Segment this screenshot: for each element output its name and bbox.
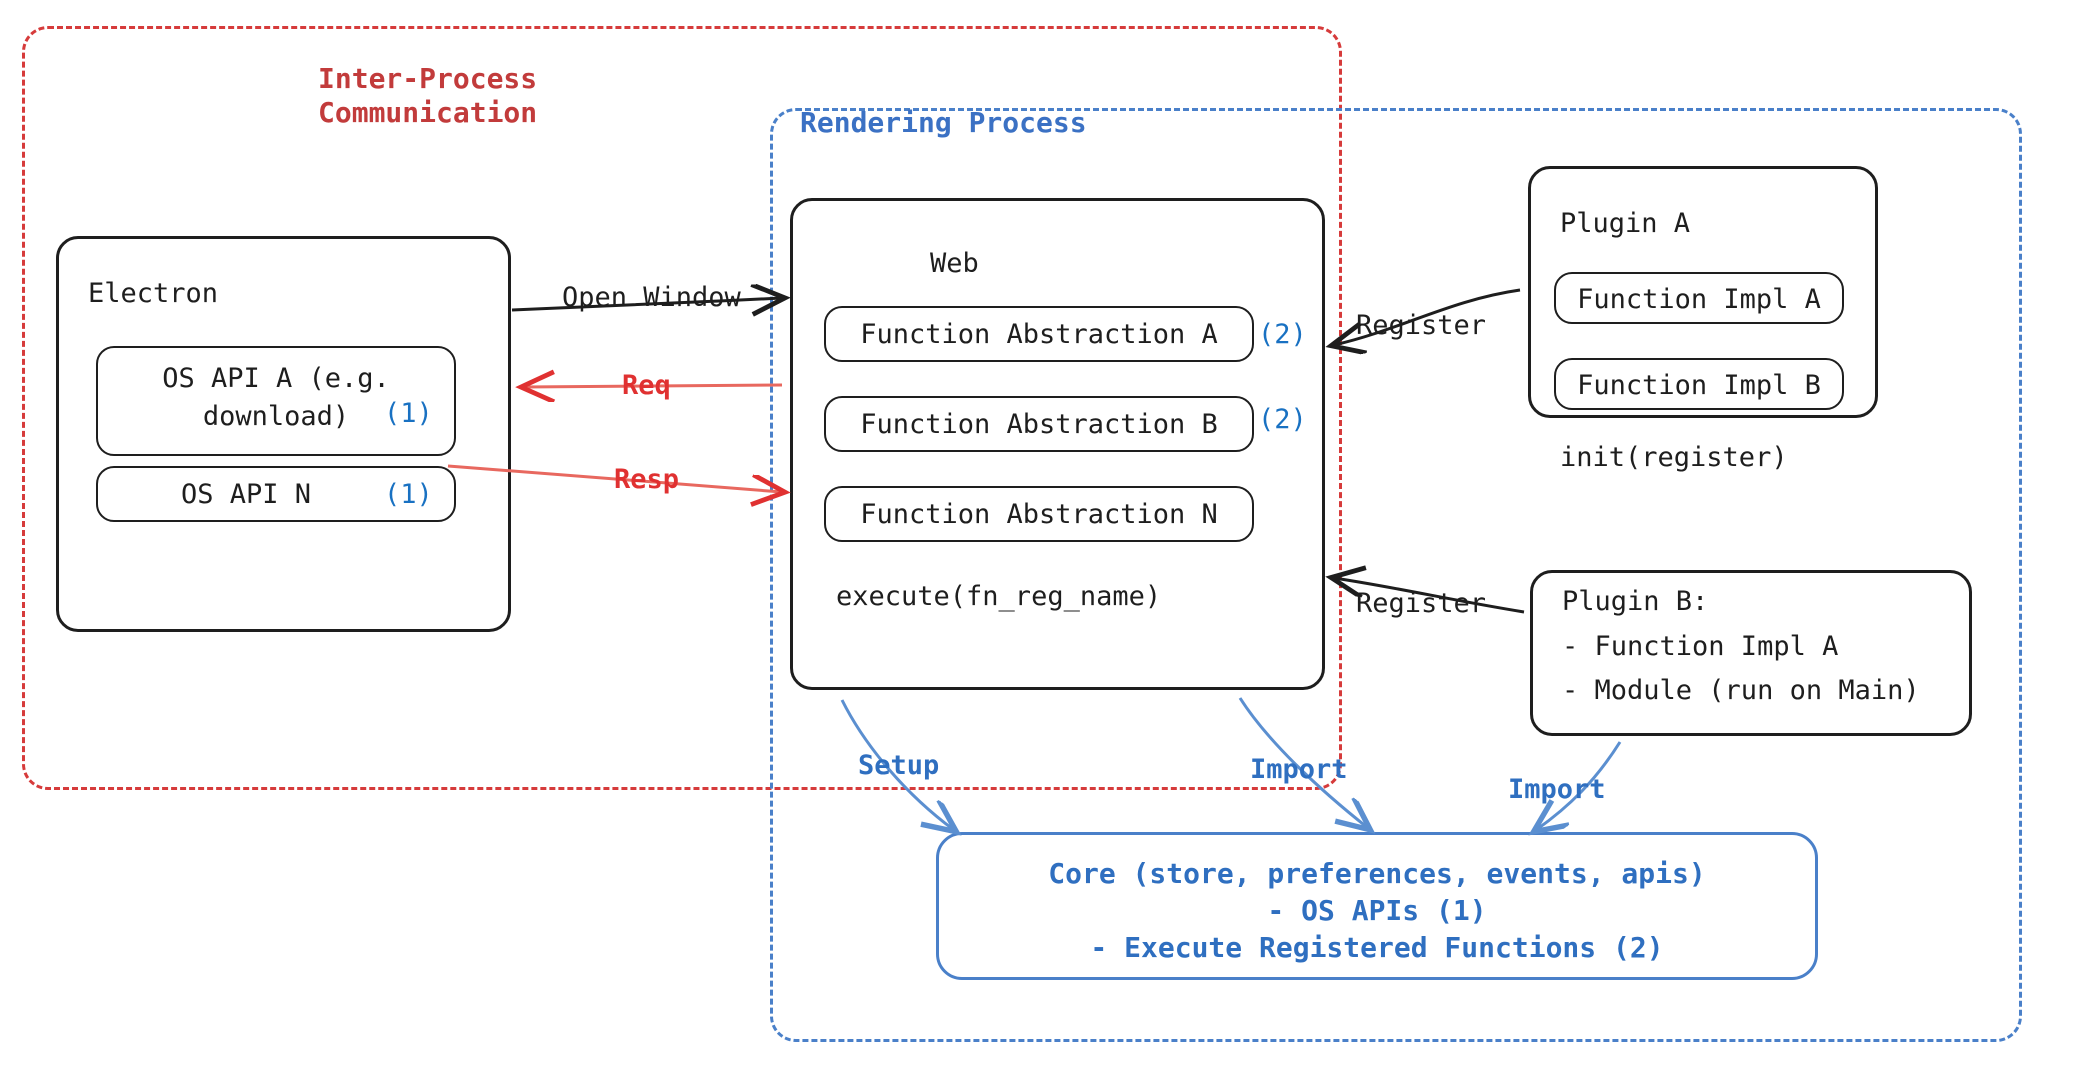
web-title: Web	[930, 248, 979, 279]
function-abstraction-a-box[interactable]	[824, 306, 1254, 362]
plugin-b-item-0: - Function Impl A	[1562, 631, 1839, 662]
edge-label-register-plugin-b: Register	[1356, 588, 1487, 619]
edge-label-import-web: Import	[1250, 754, 1348, 785]
web-box[interactable]	[790, 198, 1325, 690]
electron-box[interactable]	[56, 236, 511, 632]
group-label-rendering-process: Rendering Process	[800, 106, 1087, 139]
function-abstraction-b-box[interactable]	[824, 396, 1254, 452]
plugin-b-box[interactable]	[1530, 570, 1972, 736]
plugin-b-item-1: - Module (run on Main)	[1562, 675, 1920, 706]
function-abstraction-n-box[interactable]	[824, 486, 1254, 542]
plugin-a-title: Plugin A	[1560, 208, 1691, 239]
core-line-1: - OS APIs (1)	[1267, 894, 1487, 927]
function-impl-a-label: Function Impl A	[1577, 284, 1821, 315]
os-api-n-box[interactable]	[96, 466, 456, 522]
core-line-2: - Execute Registered Functions (2)	[1090, 931, 1664, 964]
group-rendering-process	[770, 108, 2022, 1042]
plugin-a-box[interactable]	[1528, 166, 1878, 418]
edge-label-resp: Resp	[614, 464, 680, 495]
function-abstraction-a-label: Function Abstraction A	[860, 319, 1218, 350]
edge-label-open-window: Open Window	[562, 282, 741, 313]
function-impl-b-label: Function Impl B	[1577, 370, 1821, 401]
function-abstraction-b-marker: (2)	[1258, 404, 1307, 435]
edge-label-setup: Setup	[858, 750, 940, 781]
web-execute-label: execute(fn_reg_name)	[836, 581, 1162, 612]
plugin-b-title: Plugin B:	[1562, 586, 1709, 617]
os-api-a-label: OS API A (e.g. download)	[162, 363, 390, 432]
edge-label-register-plugin-a: Register	[1356, 310, 1487, 341]
function-abstraction-b-label: Function Abstraction B	[860, 409, 1218, 440]
core-box[interactable]	[936, 832, 1818, 980]
electron-title: Electron	[88, 278, 219, 309]
edge-label-import-plugin-b: Import	[1508, 774, 1606, 805]
edge-label-req: Req	[622, 370, 671, 401]
group-label-inter-process-communication: Inter-Process Communication	[318, 62, 538, 129]
os-api-n-marker: (1)	[384, 479, 433, 510]
core-line-0: Core (store, preferences, events, apis)	[1048, 857, 1706, 890]
group-inter-process-communication	[22, 26, 1342, 790]
plugin-a-init-label: init(register)	[1560, 442, 1788, 473]
function-impl-b-box[interactable]	[1554, 358, 1844, 410]
os-api-a-marker: (1)	[384, 398, 433, 429]
function-impl-a-box[interactable]	[1554, 272, 1844, 324]
function-abstraction-n-label: Function Abstraction N	[860, 499, 1218, 530]
os-api-a-box[interactable]	[96, 346, 456, 456]
os-api-n-label: OS API N	[180, 479, 312, 510]
function-abstraction-a-marker: (2)	[1258, 319, 1307, 350]
